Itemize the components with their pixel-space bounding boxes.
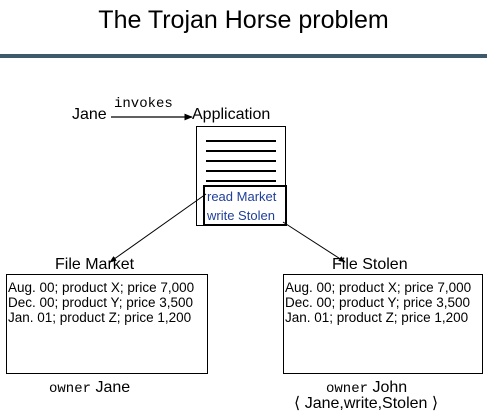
- code-line-read: read Market: [207, 189, 277, 204]
- application-label: Application: [192, 106, 271, 123]
- table-row: Aug. 00; product X; price 7,000: [8, 280, 195, 295]
- file-market-title: File Market: [55, 256, 135, 273]
- table-row: Aug. 00; product X; price 7,000: [285, 280, 472, 295]
- trojan-code-box: read Market write Stolen: [203, 185, 287, 226]
- code-line-write: write Stolen: [207, 208, 275, 223]
- file-stolen-title: File Stolen: [332, 256, 408, 273]
- file-market-owner: owner Jane: [49, 379, 130, 397]
- owner-name: John: [372, 379, 408, 396]
- read-arrow: [109, 193, 207, 263]
- table-row: Jan. 01; product Z; price 1,200: [285, 310, 469, 325]
- invokes-label: invokes: [114, 96, 173, 112]
- code-lines-icon: [206, 140, 276, 182]
- file-stolen-rows: Aug. 00; product X; price 7,000 Dec. 00;…: [285, 280, 471, 325]
- table-row: Jan. 01; product Z; price 1,200: [8, 310, 192, 325]
- file-market-box: Aug. 00; product X; price 7,000 Dec. 00;…: [6, 274, 208, 374]
- user-jane-label: Jane: [72, 106, 107, 123]
- title-divider: [0, 54, 487, 58]
- table-row: Dec. 00; product Y; price 3,500: [8, 295, 193, 310]
- file-stolen-owner: owner John: [326, 379, 407, 397]
- file-market-rows: Aug. 00; product X; price 7,000 Dec. 00;…: [8, 280, 194, 325]
- table-row: Dec. 00; product Y; price 3,500: [285, 295, 470, 310]
- write-arrow: [282, 221, 346, 263]
- owner-keyword: owner: [326, 381, 369, 397]
- application-box: [196, 126, 286, 226]
- owner-keyword: owner: [49, 381, 92, 397]
- slide-title: The Trojan Horse problem: [98, 6, 389, 34]
- file-stolen-box: Aug. 00; product X; price 7,000 Dec. 00;…: [283, 274, 483, 374]
- file-stolen-acl: ⟨ Jane,write,Stolen ⟩: [294, 395, 439, 412]
- owner-name: Jane: [95, 379, 131, 396]
